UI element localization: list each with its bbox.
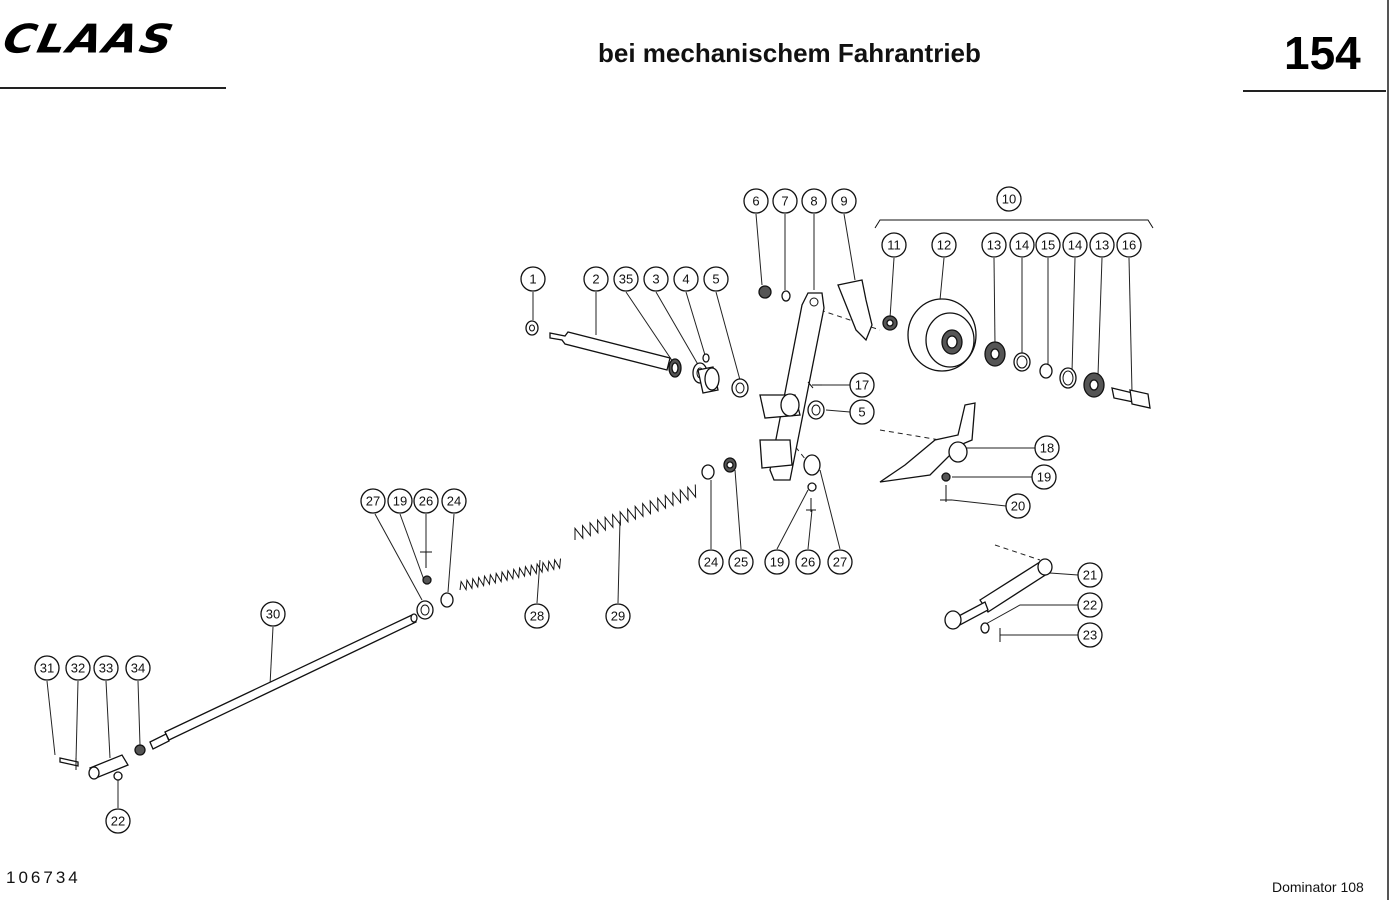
callout-27: 27 bbox=[827, 549, 853, 575]
leader-lines bbox=[46, 213, 1133, 808]
callout-14b: 14 bbox=[1062, 232, 1088, 258]
callout-34: 34 bbox=[125, 655, 151, 681]
callout-label: 5 bbox=[712, 272, 719, 287]
page-edge bbox=[1387, 0, 1389, 900]
callout-label: 28 bbox=[530, 609, 544, 624]
callout-32: 32 bbox=[65, 655, 91, 681]
callout-label: 30 bbox=[266, 607, 280, 622]
callout-label: 34 bbox=[131, 661, 145, 676]
callout-24: 24 bbox=[698, 549, 724, 575]
callout-24b: 24 bbox=[441, 488, 467, 514]
document-number: 106734 bbox=[6, 868, 81, 887]
callout-label: 14 bbox=[1015, 238, 1029, 253]
model-name: Dominator 108 bbox=[1272, 879, 1364, 895]
callout-label: 31 bbox=[40, 661, 54, 676]
callout-13b: 13 bbox=[1089, 232, 1115, 258]
callout-33: 33 bbox=[93, 655, 119, 681]
callout-18: 18 bbox=[1034, 435, 1060, 461]
callout-label: 20 bbox=[1011, 499, 1025, 514]
callout-26b: 26 bbox=[413, 488, 439, 514]
callout-label: 12 bbox=[937, 238, 951, 253]
callout-label: 23 bbox=[1083, 628, 1097, 643]
callout-label: 2 bbox=[592, 272, 599, 287]
callout-label: 7 bbox=[781, 194, 788, 209]
callout-label: 8 bbox=[810, 194, 817, 209]
callout-6: 6 bbox=[743, 188, 769, 214]
callout-9: 9 bbox=[831, 188, 857, 214]
callout-label: 35 bbox=[619, 272, 633, 287]
callout-2: 2 bbox=[583, 266, 609, 292]
callout-label: 32 bbox=[71, 661, 85, 676]
callout-label: 27 bbox=[833, 555, 847, 570]
callout-label: 24 bbox=[447, 494, 461, 509]
callout-label: 13 bbox=[1095, 238, 1109, 253]
callout-label: 1 bbox=[529, 272, 536, 287]
callout-label: 18 bbox=[1040, 441, 1054, 456]
callout-21: 21 bbox=[1077, 562, 1103, 588]
callout-30: 30 bbox=[260, 601, 286, 627]
callout-10: 10 bbox=[996, 186, 1022, 212]
callout-4: 4 bbox=[673, 266, 699, 292]
header-rule-right bbox=[1243, 90, 1386, 92]
callout-label: 21 bbox=[1083, 568, 1097, 583]
callout-3: 3 bbox=[643, 266, 669, 292]
callout-label: 24 bbox=[704, 555, 718, 570]
callout-label: 14 bbox=[1068, 238, 1082, 253]
callout-11: 11 bbox=[881, 232, 907, 258]
callout-17: 17 bbox=[849, 372, 875, 398]
callout-29: 29 bbox=[605, 603, 631, 629]
callout-28: 28 bbox=[524, 603, 550, 629]
callout-label: 29 bbox=[611, 609, 625, 624]
callout-label: 27 bbox=[366, 494, 380, 509]
callout-label: 19 bbox=[770, 555, 784, 570]
callout-1: 1 bbox=[520, 266, 546, 292]
group-bracket bbox=[874, 219, 1154, 229]
callout-label: 26 bbox=[419, 494, 433, 509]
callout-label: 11 bbox=[887, 238, 901, 253]
callout-label: 19 bbox=[1037, 470, 1051, 485]
callout-19b: 19 bbox=[764, 549, 790, 575]
callout-23: 23 bbox=[1077, 622, 1103, 648]
callout-19c: 19 bbox=[387, 488, 413, 514]
callout-25: 25 bbox=[728, 549, 754, 575]
callout-13: 13 bbox=[981, 232, 1007, 258]
callout-label: 15 bbox=[1041, 238, 1055, 253]
callout-20: 20 bbox=[1005, 493, 1031, 519]
callout-label: 25 bbox=[734, 555, 748, 570]
callout-22b: 22 bbox=[105, 808, 131, 834]
callout-label: 10 bbox=[1002, 192, 1016, 207]
callout-label: 5 bbox=[858, 405, 865, 420]
callout-label: 9 bbox=[840, 194, 847, 209]
callout-16: 16 bbox=[1116, 232, 1142, 258]
callout-label: 4 bbox=[682, 272, 689, 287]
callout-label: 13 bbox=[987, 238, 1001, 253]
parts-drawing bbox=[59, 279, 1151, 781]
callout-12: 12 bbox=[931, 232, 957, 258]
callout-8: 8 bbox=[801, 188, 827, 214]
callout-5: 5 bbox=[703, 266, 729, 292]
page-title: bei mechanischem Fahrantrieb bbox=[598, 38, 981, 68]
callout-label: 19 bbox=[393, 494, 407, 509]
header-rule-left bbox=[0, 87, 226, 89]
callout-35: 35 bbox=[613, 266, 639, 292]
callout-27b: 27 bbox=[360, 488, 386, 514]
callout-label: 3 bbox=[652, 272, 659, 287]
callout-22: 22 bbox=[1077, 592, 1103, 618]
callout-label: 26 bbox=[801, 555, 815, 570]
callout-label: 33 bbox=[99, 661, 113, 676]
callout-label: 17 bbox=[855, 378, 869, 393]
callout-label: 22 bbox=[111, 814, 125, 829]
callout-7: 7 bbox=[772, 188, 798, 214]
page-number: 154 bbox=[1284, 27, 1361, 79]
callout-14: 14 bbox=[1009, 232, 1035, 258]
callout-26: 26 bbox=[795, 549, 821, 575]
callout-5b: 5 bbox=[849, 399, 875, 425]
callout-label: 22 bbox=[1083, 598, 1097, 613]
callout-label: 6 bbox=[752, 194, 759, 209]
callout-label: 16 bbox=[1122, 238, 1136, 253]
callout-19: 19 bbox=[1031, 464, 1057, 490]
callout-31: 31 bbox=[34, 655, 60, 681]
callout-15: 15 bbox=[1035, 232, 1061, 258]
